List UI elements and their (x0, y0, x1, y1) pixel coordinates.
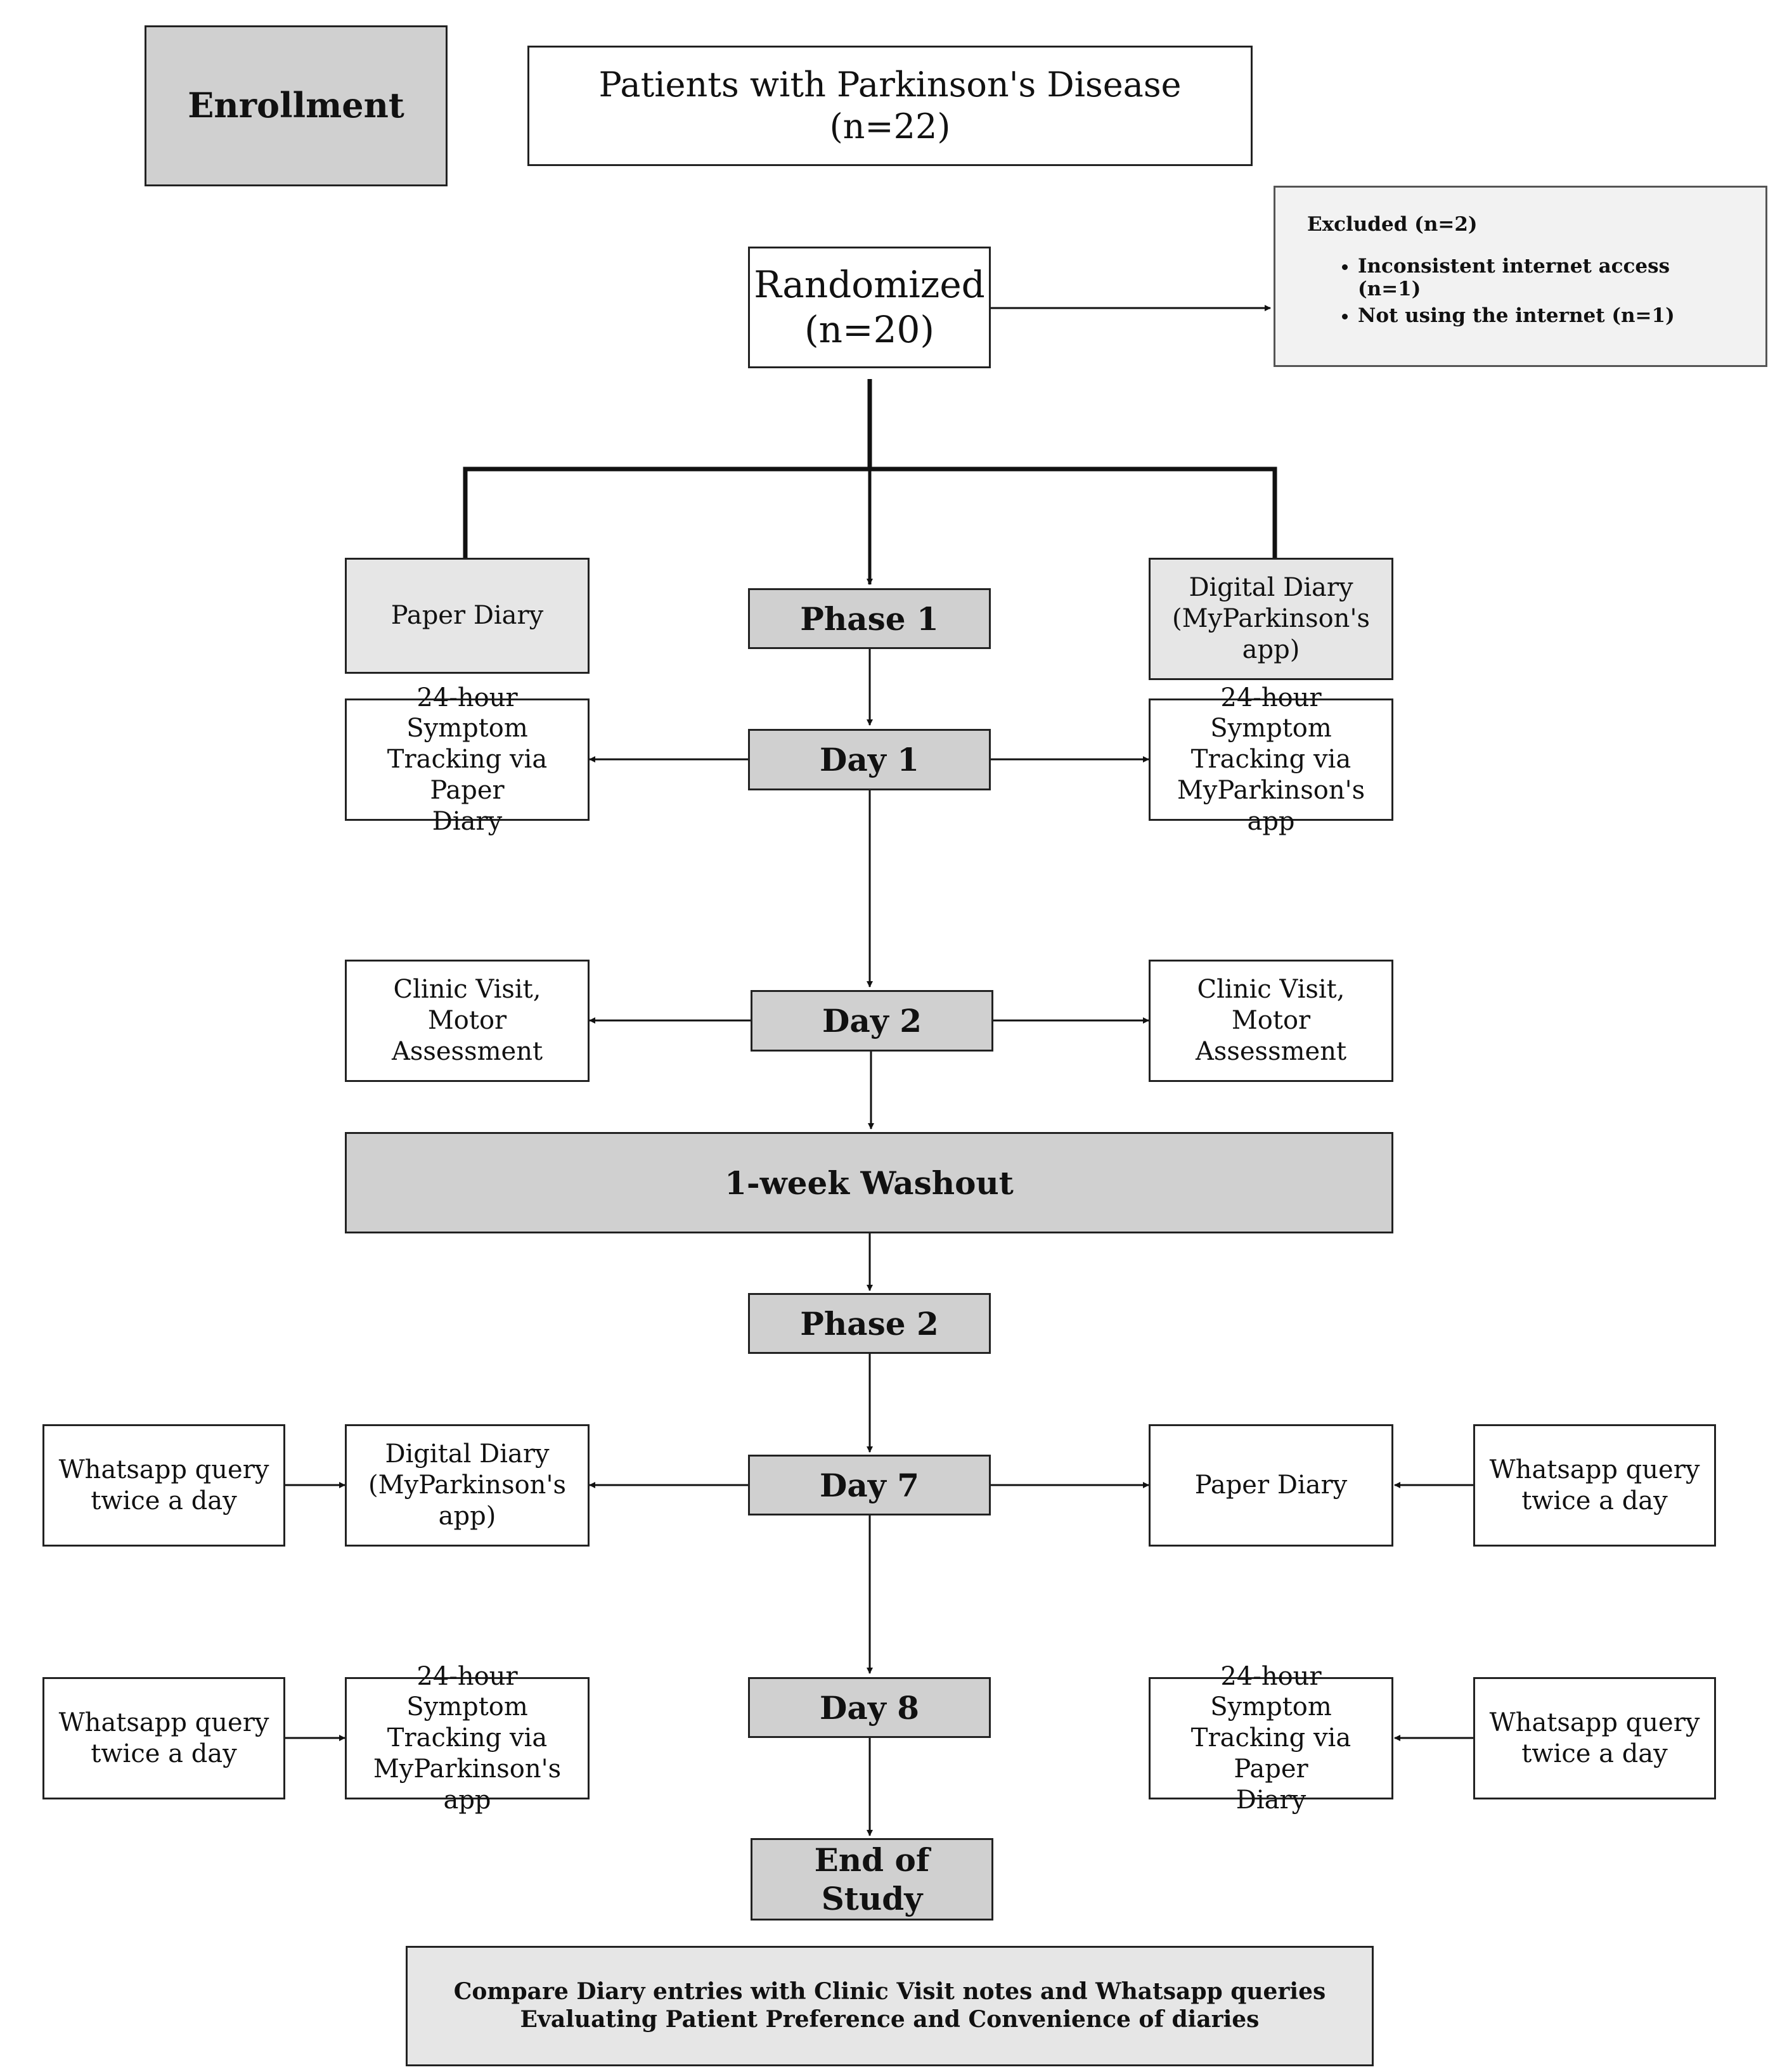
excluded-title: Excluded (n=2) (1307, 213, 1478, 236)
day8-right-box: 24-hour Symptom Tracking via Paper Diary (1149, 1662, 1393, 1815)
randomized-box: Randomized (n=20) (748, 247, 991, 368)
day1-left-box: 24-hour Symptom Tracking via Paper Diary (345, 683, 590, 836)
phase2-box: Phase 2 (748, 1293, 991, 1354)
day1-right-box: 24-hour Symptom Tracking via MyParkinson… (1149, 683, 1393, 836)
excluded-reason: Not using the internet (n=1) (1358, 304, 1734, 327)
day8-right-query-box: Whatsapp query twice a day (1473, 1677, 1716, 1799)
line-allocation-bracket (463, 467, 1277, 558)
paper-diary-arm: Paper Diary (345, 558, 590, 674)
day2-box: Day 2 (751, 990, 993, 1052)
day1-box: Day 1 (748, 729, 991, 790)
end-of-study-box: End of Study (751, 1838, 993, 1921)
day8-left-query-box: Whatsapp query twice a day (42, 1677, 285, 1799)
day7-box: Day 7 (748, 1455, 991, 1515)
digital-diary-arm: Digital Diary (MyParkinson's app) (1149, 558, 1393, 680)
excluded-box: Excluded (n=2) Inconsistent internet acc… (1274, 186, 1767, 367)
enrollment-label: Enrollment (145, 25, 448, 186)
washout-box: 1-week Washout (345, 1132, 1393, 1233)
day2-right-box: Clinic Visit, Motor Assessment (1149, 960, 1393, 1082)
day7-right-box: Paper Diary (1149, 1424, 1393, 1547)
day7-left-query-box: Whatsapp query twice a day (42, 1424, 285, 1547)
day8-left-box: 24-hour Symptom Tracking via MyParkinson… (345, 1662, 590, 1815)
excluded-reason: Inconsistent internet access (n=1) (1358, 255, 1734, 300)
day2-left-box: Clinic Visit, Motor Assessment (345, 960, 590, 1082)
day8-box: Day 8 (748, 1677, 991, 1738)
patients-box: Patients with Parkinson's Disease (n=22) (527, 46, 1253, 166)
day7-right-query-box: Whatsapp query twice a day (1473, 1424, 1716, 1547)
day7-left-box: Digital Diary (MyParkinson's app) (345, 1424, 590, 1547)
phase1-box: Phase 1 (748, 588, 991, 649)
outcome-box: Compare Diary entries with Clinic Visit … (406, 1946, 1374, 2066)
excluded-reasons: Inconsistent internet access (n=1) Not u… (1358, 255, 1734, 327)
